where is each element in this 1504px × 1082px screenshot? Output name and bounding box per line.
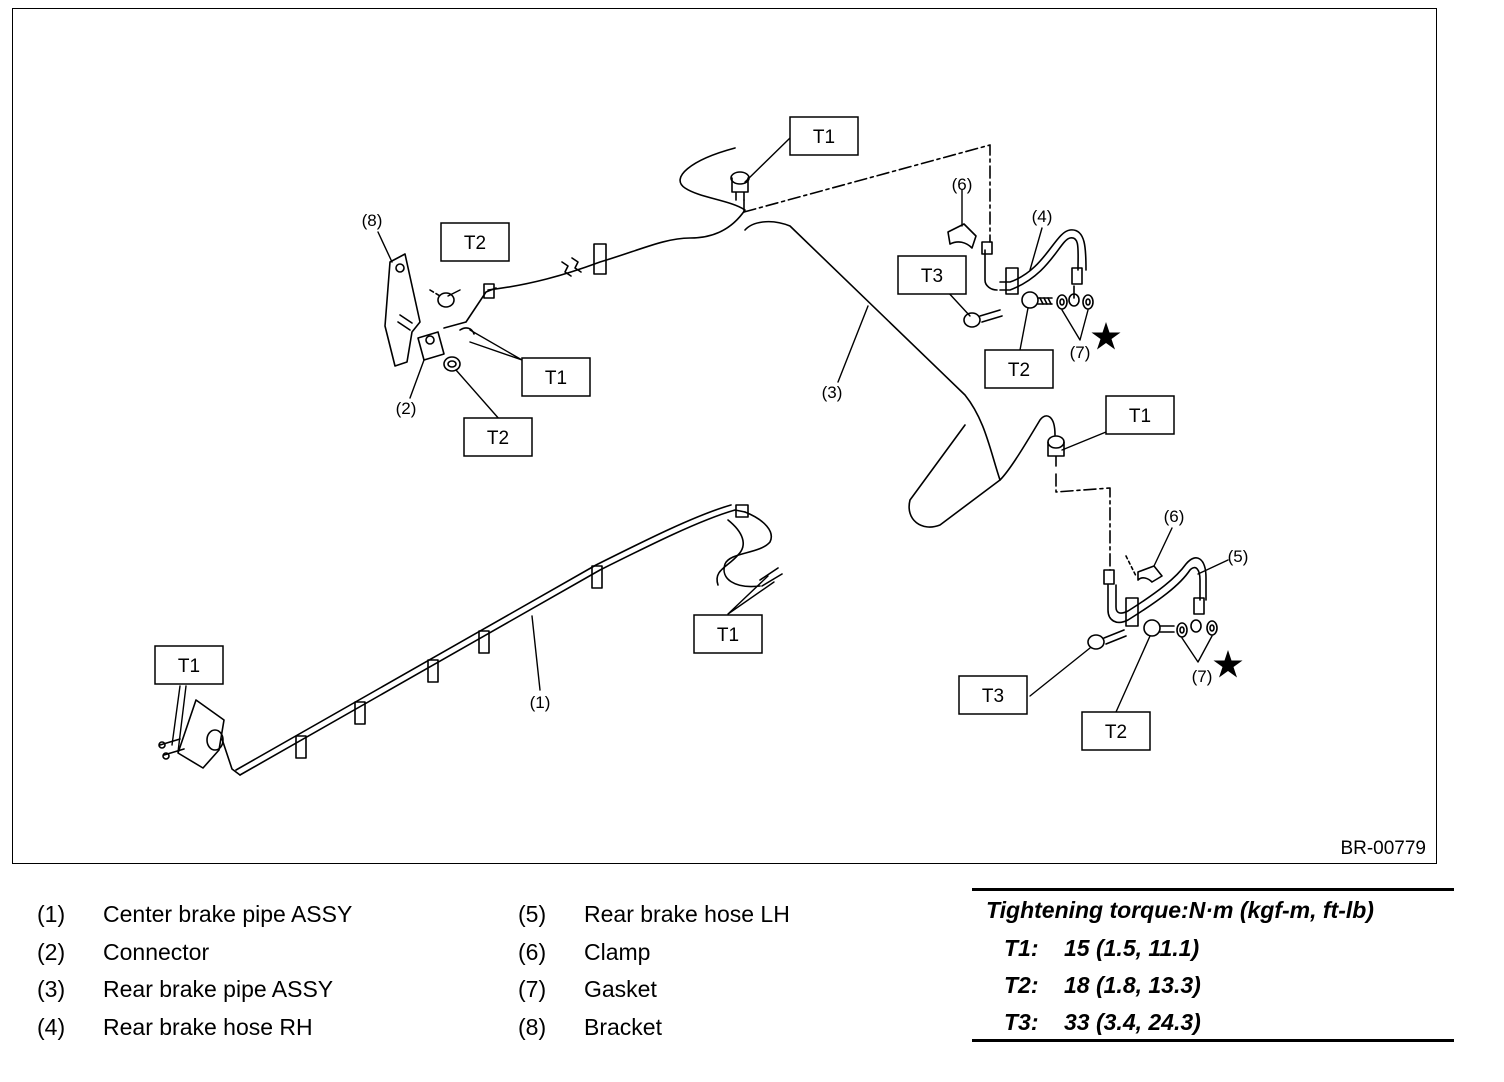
legend-text: Bracket [584, 1013, 662, 1040]
torque-box-t2: T2 [1105, 722, 1127, 743]
torque-value: 33 (3.4, 24.3) [1064, 1009, 1201, 1035]
legend-item: (2) Connector [37, 934, 352, 972]
brake-line-diagram: T1 T2 T1 T2 T3 T2 T1 T1 T1 T3 T2 (1) (2)… [154, 116, 1249, 776]
rear-brake-hose-lh [1103, 557, 1207, 627]
bolt-t3-lh [1087, 629, 1127, 650]
gaskets-lh [1176, 619, 1218, 638]
callout-8: (8) [362, 211, 383, 230]
torque-row: T3: 33 (3.4, 24.3) [1004, 1009, 1201, 1036]
callout-1: (1) [530, 693, 551, 712]
nut-lower [443, 356, 461, 372]
legend-number: (1) [37, 901, 66, 928]
clamp-lh [1125, 555, 1163, 583]
figure-code: BR-00779 [1340, 838, 1426, 859]
callout-2: (2) [396, 399, 417, 418]
legend-item: (8) Bracket [518, 1009, 790, 1047]
center-brake-pipe-assy [221, 504, 783, 776]
legend-text: Center brake pipe ASSY [103, 901, 353, 928]
torque-box-t2: T2 [1008, 360, 1030, 381]
torque-row: T1: 15 (1.5, 11.1) [1004, 935, 1199, 962]
rear-brake-hose-rh [999, 229, 1087, 295]
rear-brake-pipe-assy [487, 147, 1056, 528]
leader-lines [171, 137, 1229, 753]
torque-box-t2: T2 [464, 233, 486, 254]
torque-box-t1: T1 [178, 656, 200, 677]
callout-labels: (1) (2) (3) (4) (5) (6) (6) (7) (7) (8) [362, 175, 1249, 712]
star-icon [1213, 650, 1243, 678]
legend-text: Rear brake pipe ASSY [103, 976, 334, 1003]
callout-7: (7) [1192, 667, 1213, 686]
torque-title: Tightening torque:N·m (kgf-m, ft-lb) [986, 897, 1374, 923]
star-icon [1091, 322, 1121, 350]
torque-box-t2: T2 [487, 428, 509, 449]
legend-number: (4) [37, 1013, 66, 1040]
torque-key: T1: [1004, 935, 1039, 961]
diagram-frame [12, 8, 1437, 864]
legend-column-1: (1) Center brake pipe ASSY (2) Connector (… [37, 896, 352, 1046]
bolt-t2-lh [1143, 619, 1175, 637]
rh-hose-fitting [981, 241, 998, 291]
torque-box-t1: T1 [813, 127, 835, 148]
legend-text: Gasket [584, 976, 657, 1003]
callout-6: (6) [1164, 507, 1185, 526]
torque-table: Tightening torque:N·m (kgf-m, ft-lb) T1:… [972, 888, 1454, 1042]
bolt-top [429, 289, 455, 308]
callout-6: (6) [952, 175, 973, 194]
callout-4: (4) [1032, 207, 1053, 226]
legend-column-2: (5) Rear brake hose LH (6) Clamp (7) Gasket… [518, 896, 790, 1046]
torque-key: T3: [1004, 1009, 1039, 1035]
legend-item: (4) Rear brake hose RH [37, 1009, 352, 1047]
legend-number: (2) [37, 938, 66, 965]
torque-row: T2: 18 (1.8, 13.3) [1004, 972, 1201, 999]
legend-number: (8) [518, 1013, 547, 1040]
torque-box-t1: T1 [1129, 406, 1151, 427]
legend-number: (6) [518, 938, 547, 965]
legend-item: (5) Rear brake hose LH [518, 896, 790, 934]
legend-item: (3) Rear brake pipe ASSY [37, 971, 352, 1009]
legend-number: (7) [518, 976, 547, 1003]
torque-box-labels: T1 T2 T1 T2 T3 T2 T1 T1 T1 T3 T2 [154, 116, 1175, 751]
bolt-t2-rh [1021, 291, 1053, 309]
legend-text: Rear brake hose RH [103, 1013, 313, 1040]
callout-5: (5) [1228, 547, 1249, 566]
star-marks [1091, 322, 1243, 678]
torque-box-t1: T1 [545, 368, 567, 389]
legend-number: (5) [518, 901, 547, 928]
torque-box-t1: T1 [717, 625, 739, 646]
clamp-rh [947, 223, 977, 249]
legend-text: Clamp [584, 938, 651, 965]
alignment-lines [743, 144, 1111, 571]
legend-text: Rear brake hose LH [584, 901, 790, 928]
torque-box-t3: T3 [921, 266, 943, 287]
legend-text: Connector [103, 938, 210, 965]
legend-item: (7) Gasket [518, 971, 790, 1009]
callout-3: (3) [822, 383, 843, 402]
torque-value: 15 (1.5, 11.1) [1064, 935, 1200, 961]
legend-item: (1) Center brake pipe ASSY [37, 896, 352, 934]
rear-pipe-union-top [730, 171, 750, 213]
torque-box-t3: T3 [982, 686, 1004, 707]
callout-7: (7) [1070, 343, 1091, 362]
torque-value: 18 (1.8, 13.3) [1064, 972, 1201, 998]
legend-number: (3) [37, 976, 66, 1003]
gaskets-rh [1056, 285, 1094, 310]
bracket [384, 253, 421, 367]
connector [417, 283, 497, 361]
legend-item: (6) Clamp [518, 934, 790, 972]
torque-key: T2: [1004, 972, 1039, 998]
bolt-t3-rh [963, 309, 1003, 328]
center-pipe-front-bracket [158, 699, 225, 769]
lh-union [1047, 435, 1065, 467]
